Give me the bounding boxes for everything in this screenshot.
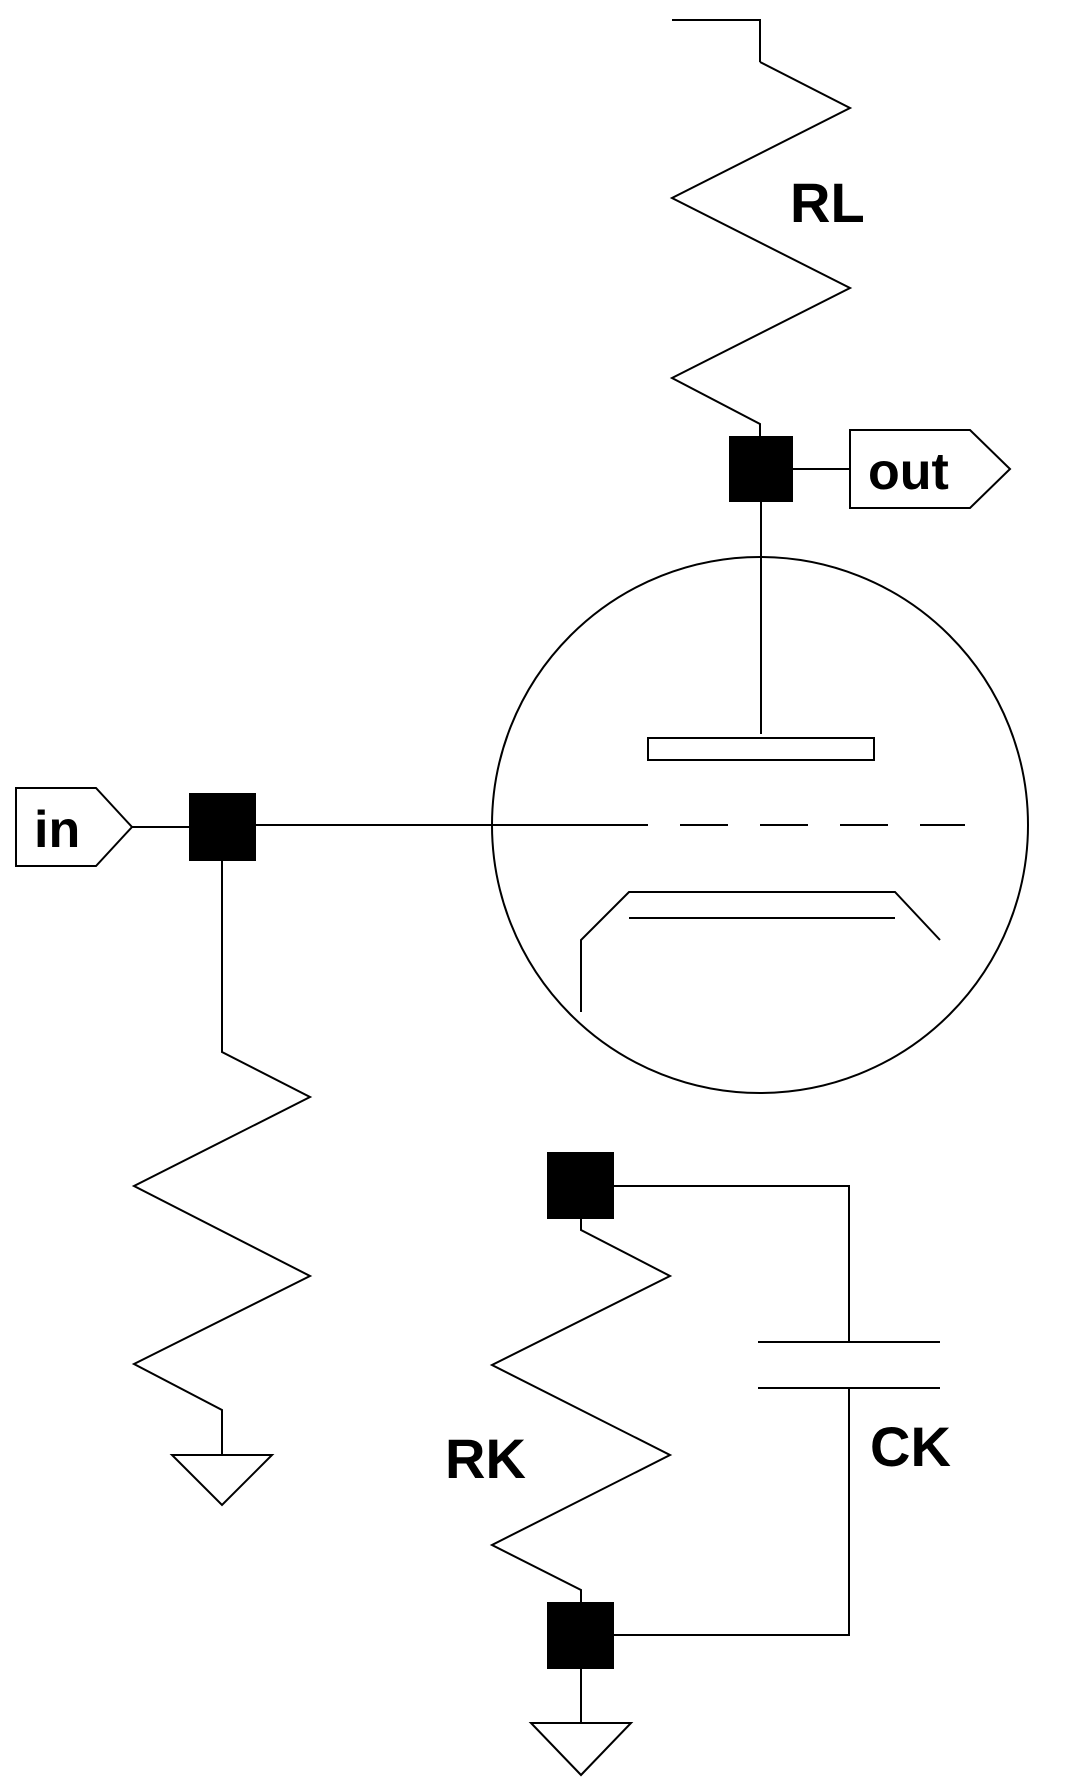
rk-label: RK: [445, 1427, 526, 1490]
out-port[interactable]: out: [849, 429, 1012, 509]
grid-leak-resistor: [131, 861, 313, 1455]
rl-label: RL: [790, 171, 865, 234]
bypass-capacitor: [614, 1185, 940, 1636]
plate-electrode: [647, 737, 875, 761]
out-port-label: out: [868, 443, 949, 501]
ck-bottom-wire: [614, 1388, 850, 1636]
ck-label: CK: [870, 1415, 951, 1478]
ground-icon: [528, 1722, 634, 1777]
plate-load-resistor: [669, 19, 853, 468]
out-port-shape: [849, 429, 1012, 509]
in-port[interactable]: in: [15, 787, 134, 867]
ground-node: [547, 1602, 614, 1669]
cathode-node: [547, 1152, 614, 1219]
grid-node: [189, 793, 256, 861]
plate-node: [729, 436, 793, 502]
cathode-ground-symbol: [528, 1722, 634, 1777]
supply-wire: [672, 19, 761, 62]
in-port-shape: [15, 787, 134, 867]
grid-resistor-zigzag: [131, 861, 313, 1455]
in-port-label: in: [34, 801, 80, 859]
cathode-resistor: [489, 1219, 673, 1602]
rl-zigzag: [669, 61, 853, 468]
ground-icon: [169, 1454, 275, 1507]
rk-zigzag: [489, 1219, 673, 1602]
cathode-electrode: [580, 891, 941, 1012]
grid-ground-symbol: [169, 1454, 275, 1507]
ck-top-wire: [614, 1185, 850, 1342]
